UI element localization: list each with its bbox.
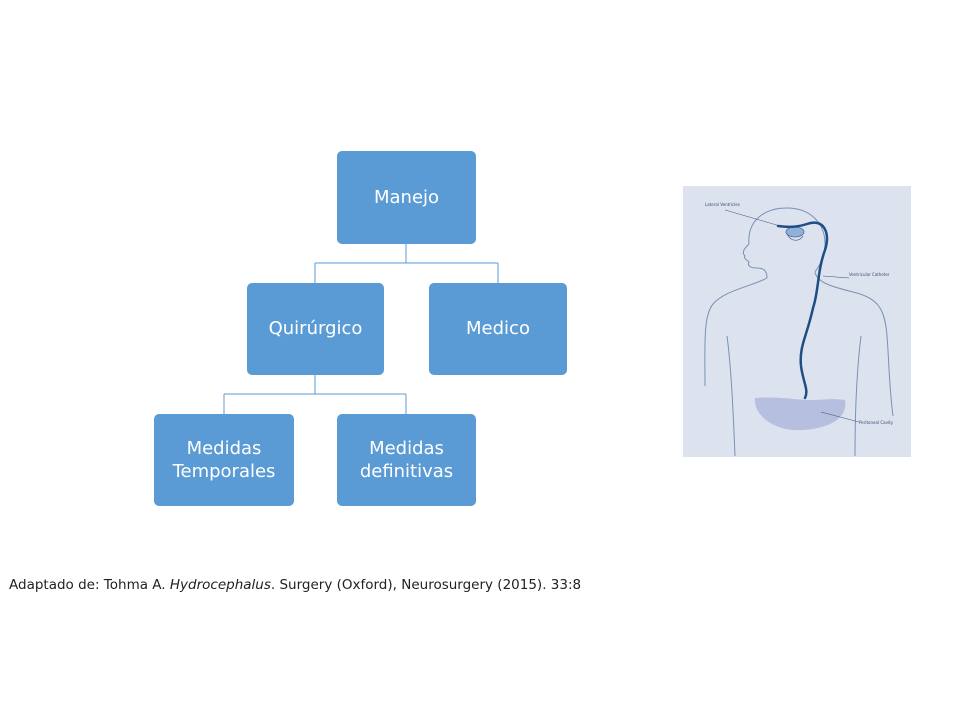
node-quirurgico: Quirúrgico (247, 283, 384, 375)
label-leader-ventricles (724, 209, 788, 229)
right-shoulder-outline (814, 271, 894, 417)
node-manejo-label: Manejo (373, 186, 440, 208)
node-medico-label: Medico (466, 318, 530, 340)
caption-prefix: Adaptado de: Tohma A. (9, 577, 170, 593)
label-leader-cavity (820, 411, 860, 423)
caption-italic-title: Hydrocephalus (169, 577, 271, 593)
node-medidas-definitivas: Medidas definitivas (337, 414, 476, 506)
label-lateral-ventricles: Lateral Ventricles (705, 202, 740, 207)
body-outline-figure: Lateral Ventricles Ventricular Catheter … (704, 202, 894, 457)
node-medico: Medico (429, 283, 567, 375)
ventricle-detail (786, 233, 804, 241)
shunt-catheter-line (776, 221, 829, 400)
node-quirurgico-label: Quirúrgico (268, 318, 363, 340)
head-outline (748, 207, 826, 273)
right-torso-outline (854, 335, 862, 457)
citation-caption: Adaptado de: Tohma A. Hydrocephalus. Sur… (9, 577, 581, 593)
node-medidas-temporales: Medidas Temporales (154, 414, 294, 506)
caption-suffix: . Surgery (Oxford), Neurosurgery (2015).… (270, 577, 582, 593)
node-manejo: Manejo (337, 151, 476, 244)
node-medidas-definitivas-label: Medidas definitivas (359, 437, 454, 482)
lateral-ventricle-shape (785, 226, 805, 238)
peritoneal-cavity-shape (754, 397, 846, 431)
shunt-illustration: Lateral Ventricles Ventricular Catheter … (683, 186, 911, 457)
left-shoulder-outline (704, 277, 768, 387)
label-ventricular-catheter: Ventricular Catheter (849, 272, 890, 277)
label-peritoneal-cavity: Peritoneal Cavity (859, 420, 894, 425)
face-outline (742, 243, 768, 279)
node-medidas-temporales-label: Medidas Temporales (172, 437, 276, 482)
label-leader-catheter (822, 275, 850, 279)
left-torso-outline (726, 335, 736, 457)
